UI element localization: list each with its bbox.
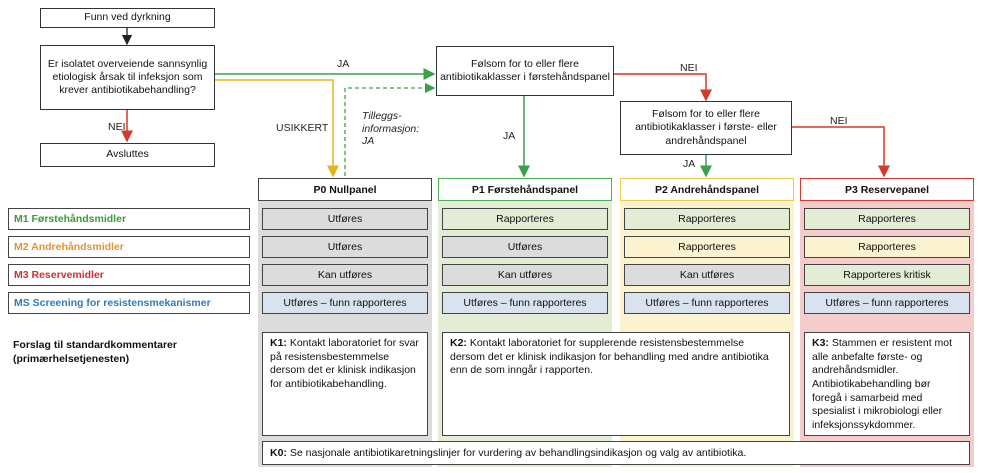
question3-text: Følsom for to eller flere antibiotikakla…: [635, 108, 777, 147]
nei-label-main: NEI: [108, 121, 126, 133]
cell-ms-p2: Utføres – funn rapporteres: [624, 292, 790, 314]
comment-k0-text: Se nasjonale antibiotikaretningslinjer f…: [286, 447, 747, 459]
cell-m1-p1: Rapporteres: [442, 208, 608, 230]
row-label-m3-text: M3 Reservemidler: [14, 269, 104, 281]
ja-label-p1: JA: [503, 130, 516, 142]
row-label-m1-text: M1 Førstehåndsmidler: [14, 213, 127, 225]
comment-k2: K2: Kontakt laboratoriet for supplerende…: [442, 332, 790, 436]
row-label-ms: MS Screening for resistensmekanismer: [8, 292, 250, 314]
comment-k0: K0: Se nasjonale antibiotikaretningslinj…: [262, 441, 970, 465]
cell-m1-p3: Rapporteres: [804, 208, 970, 230]
cell-m3-p1: Kan utføres: [442, 264, 608, 286]
panel-p1-label: P1 Førstehåndspanel: [471, 183, 579, 196]
end-box: Avsluttes: [40, 143, 215, 167]
panel-p2-label: P2 Andrehåndspanel: [654, 183, 760, 196]
comment-k2-code: K2:: [450, 337, 467, 349]
comment-k3-text: Stammen er resistent mot alle anbefalte …: [812, 337, 953, 431]
comments-label: Forslag til standardkommentarer (primærh…: [13, 339, 177, 365]
cell-m1-p2: Rapporteres: [624, 208, 790, 230]
cell-m1-p0: Utføres: [262, 208, 428, 230]
cell-m2-p0: Utføres: [262, 236, 428, 258]
row-label-m2-text: M2 Andrehåndsmidler: [14, 241, 124, 253]
cell-m2-p1: Utføres: [442, 236, 608, 258]
panel-p0-label: P0 Nullpanel: [313, 183, 377, 196]
cell-m3-p2: Kan utføres: [624, 264, 790, 286]
question1-box: Er isolatet overveiende sannsynlig etiol…: [40, 45, 215, 110]
row-label-m1: M1 Førstehåndsmidler: [8, 208, 250, 230]
usikkert-label: USIKKERT: [276, 122, 329, 134]
cell-m3-p3: Rapporteres kritisk: [804, 264, 970, 286]
question2-box: Følsom for to eller flere antibiotikakla…: [436, 46, 614, 96]
ja-label-p2: JA: [683, 158, 696, 170]
comment-k3-code: K3:: [812, 337, 829, 349]
comment-k0-code: K0:: [270, 447, 287, 459]
comment-k3: K3: Stammen er resistent mot alle anbefa…: [804, 332, 970, 436]
panel-p3: P3 Reservepanel: [800, 178, 974, 201]
cell-m3-p0: Kan utføres: [262, 264, 428, 286]
start-text: Funn ved dyrkning: [84, 11, 171, 24]
row-label-ms-text: MS Screening for resistensmekanismer: [14, 297, 211, 309]
start-box: Funn ved dyrkning: [40, 8, 215, 28]
cell-m2-p2: Rapporteres: [624, 236, 790, 258]
cell-ms-p1: Utføres – funn rapporteres: [442, 292, 608, 314]
comment-k1-text: Kontakt laboratoriet for svar på resiste…: [270, 337, 419, 390]
cell-ms-p0: Utføres – funn rapporteres: [262, 292, 428, 314]
question1-text: Er isolatet overveiende sannsynlig etiol…: [47, 57, 208, 97]
comment-k1: K1: Kontakt laboratoriet for svar på res…: [262, 332, 428, 436]
tilleggs-label: Tilleggs- informasjon: JA: [362, 110, 420, 148]
panel-p0: P0 Nullpanel: [258, 178, 432, 201]
row-label-m3: M3 Reservemidler: [8, 264, 250, 286]
comment-k1-code: K1:: [270, 337, 287, 349]
comment-k2-text: Kontakt laboratoriet for supplerende res…: [450, 337, 769, 377]
question2-text: Følsom for to eller flere antibiotikakla…: [440, 57, 610, 83]
ja-label-main: JA: [337, 58, 350, 70]
end-text: Avsluttes: [106, 148, 149, 161]
row-label-m2: M2 Andrehåndsmidler: [8, 236, 250, 258]
panel-p3-label: P3 Reservepanel: [844, 183, 930, 196]
nei-label-p3: NEI: [830, 115, 848, 127]
panel-p2: P2 Andrehåndspanel: [620, 178, 794, 201]
cell-m2-p3: Rapporteres: [804, 236, 970, 258]
cell-ms-p3: Utføres – funn rapporteres: [804, 292, 970, 314]
question3-box: Følsom for to eller flere antibiotikakla…: [620, 101, 792, 155]
panel-p1: P1 Førstehåndspanel: [438, 178, 612, 201]
nei-label-q2: NEI: [680, 62, 698, 74]
